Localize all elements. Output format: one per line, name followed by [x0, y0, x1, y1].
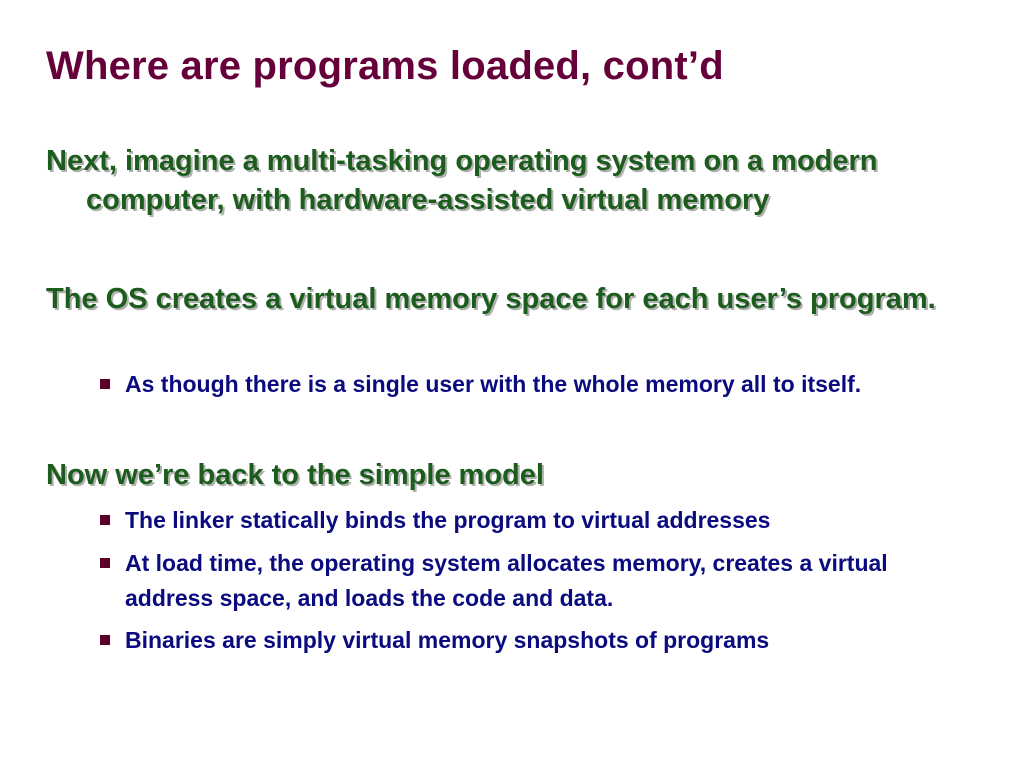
point-2: The OS creates a virtual memory space fo… [46, 283, 936, 315]
square-bullet-icon [100, 558, 110, 568]
point-3-subpoint-2: At load time, the operating system alloc… [100, 546, 970, 616]
point-2-subpoint-1: As though there is a single user with th… [100, 367, 970, 402]
square-bullet-icon [100, 635, 110, 645]
square-bullet-icon [100, 515, 110, 525]
point-1: Next, imagine a multi-tasking operating … [46, 145, 878, 216]
point-3-subpoint-2-text: At load time, the operating system alloc… [125, 550, 888, 611]
square-bullet-icon [100, 379, 110, 389]
point-3-subpoint-3: Binaries are simply virtual memory snaps… [100, 623, 970, 658]
point-3: Now we’re back to the simple model [46, 459, 544, 491]
slide-title: Where are programs loaded, cont’d [46, 44, 724, 88]
point-3-subpoint-1-text: The linker statically binds the program … [125, 507, 771, 533]
point-2-subpoint-1-text: As though there is a single user with th… [125, 371, 862, 397]
point-3-subpoint-1: The linker statically binds the program … [100, 503, 970, 538]
point-3-subpoint-3-text: Binaries are simply virtual memory snaps… [125, 627, 770, 653]
